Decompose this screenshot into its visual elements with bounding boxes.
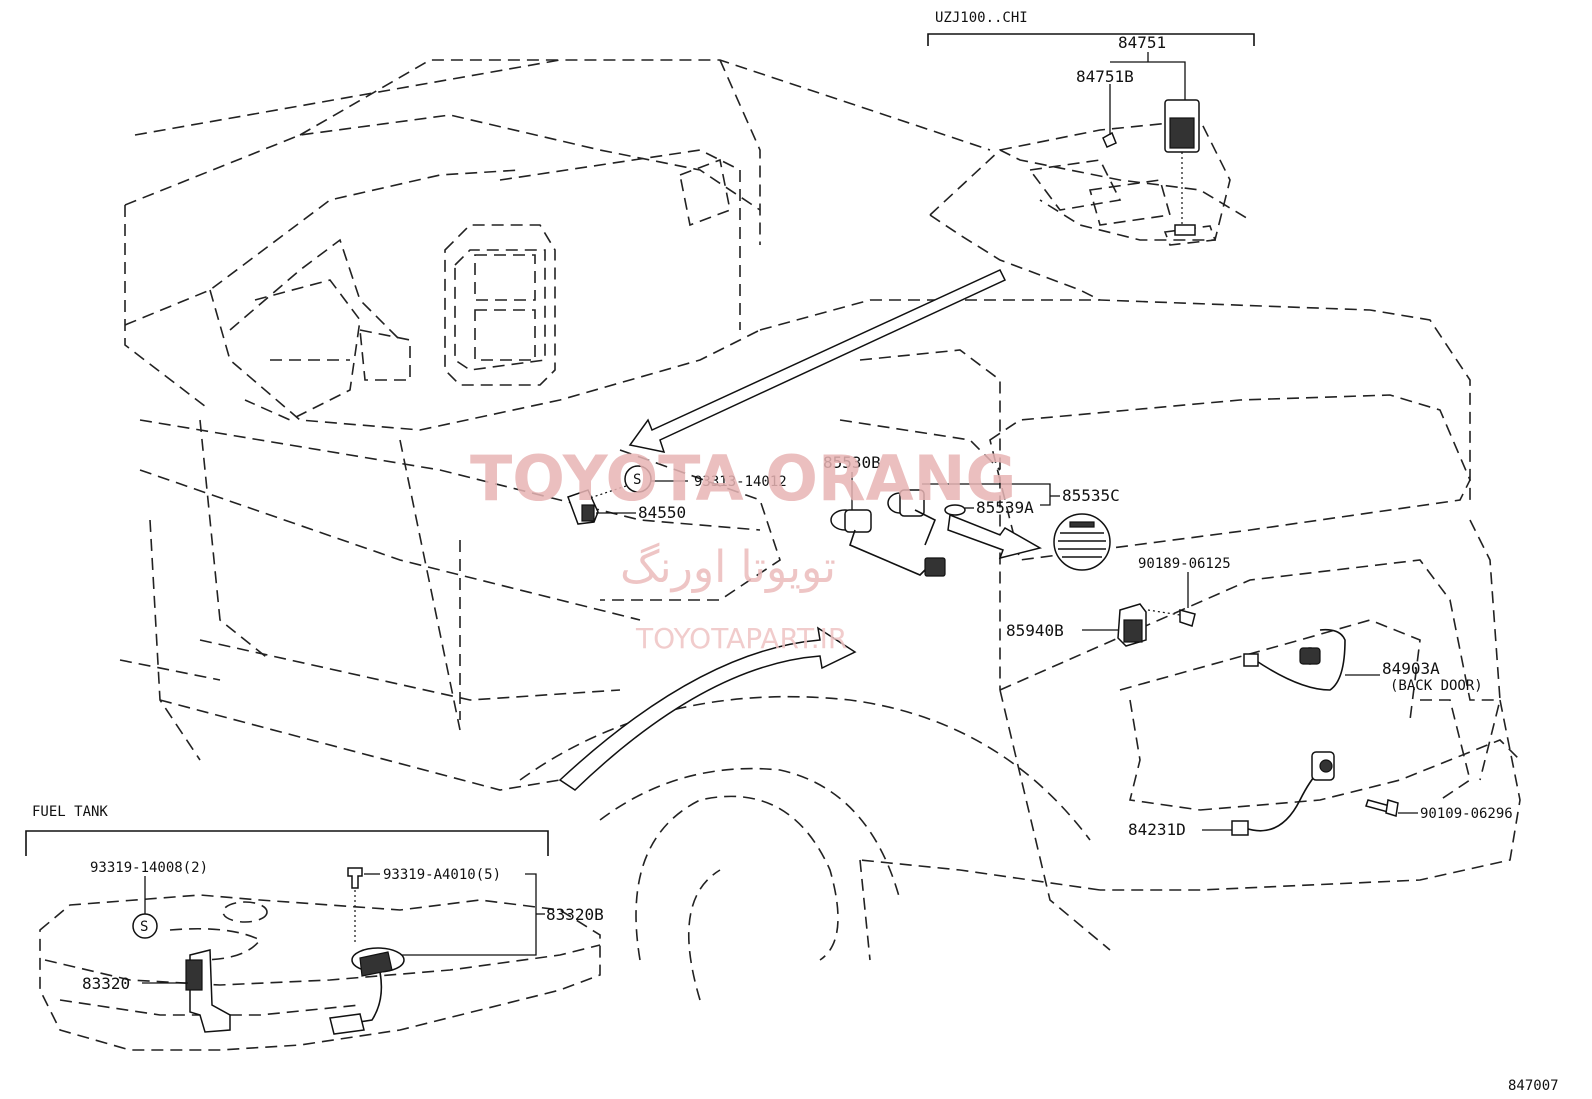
watermark-brand-fa: تویوتا اورنگ <box>620 542 836 593</box>
label-85535C: 85535C <box>1062 486 1120 505</box>
bolt-90109 <box>1365 799 1399 817</box>
screw-93319-A4010 <box>347 867 363 889</box>
clip-84751B <box>1102 131 1117 148</box>
diagram-number: 847007 <box>1508 1078 1559 1094</box>
label-84550: 84550 <box>638 503 686 522</box>
vehicle-body-outline <box>119 59 1521 1001</box>
leader-lines <box>142 52 1418 984</box>
label-93313-14012: 93313-14012 <box>694 474 787 490</box>
fuel-tank-bracket <box>25 830 549 856</box>
watermark-site: TOYOTAPART.IR <box>635 622 847 655</box>
screw-90189 <box>1147 609 1196 627</box>
uzj-bracket <box>927 33 1255 46</box>
switch-84231D <box>1231 751 1335 836</box>
watermark-brand: TOYOTA ORANG <box>470 442 1016 515</box>
part-labels: 84751 84751B 93313-14012 84550 85530B 85… <box>82 33 1559 1094</box>
label-84903A-note: (BACK DOOR) <box>1390 678 1483 694</box>
fuel-tank-label: FUEL TANK <box>32 804 108 820</box>
s-mark-93319-14008: S <box>132 913 158 939</box>
label-84751: 84751 <box>1118 33 1166 52</box>
relay-85940B <box>1117 603 1147 647</box>
pointer-arrows <box>558 269 1042 791</box>
fuel-tank-inset: FUEL TANK S <box>25 804 601 1051</box>
label-83320B: 83320B <box>546 905 604 924</box>
label-plate <box>1053 513 1111 571</box>
svg-text:S: S <box>140 919 148 935</box>
svg-text:S: S <box>633 472 641 488</box>
label-90109-06296: 90109-06296 <box>1420 806 1513 822</box>
switch-84903A <box>1243 628 1346 691</box>
s-mark-93313: S <box>624 465 652 493</box>
label-83320: 83320 <box>82 974 130 993</box>
label-93319-A4010: 93319-A4010(5) <box>383 867 501 883</box>
uzj-label: UZJ100..CHI <box>935 10 1028 26</box>
switch-84550 <box>567 489 599 525</box>
label-84231D: 84231D <box>1128 820 1186 839</box>
watermark: TOYOTA ORANG تویوتا اورنگ TOYOTAPART.IR <box>470 442 1016 655</box>
label-93319-14008: 93319-14008(2) <box>90 860 208 876</box>
arrow-to-label-plate <box>947 513 1042 560</box>
label-85539A: 85539A <box>976 498 1034 517</box>
arrow-to-85940B <box>558 626 857 791</box>
label-84751B: 84751B <box>1076 67 1134 86</box>
uzj-inset: UZJ100..CHI <box>927 10 1255 246</box>
lamp-assembly-85530B <box>830 489 946 577</box>
switch-84751 <box>1164 99 1200 236</box>
arrow-to-84550 <box>628 269 1007 453</box>
label-85530B: 85530B <box>823 453 881 472</box>
lens-85539A <box>944 504 966 516</box>
label-90189-06125: 90189-06125 <box>1138 556 1231 572</box>
label-84903A: 84903A <box>1382 659 1440 678</box>
label-85940B: 85940B <box>1006 621 1064 640</box>
